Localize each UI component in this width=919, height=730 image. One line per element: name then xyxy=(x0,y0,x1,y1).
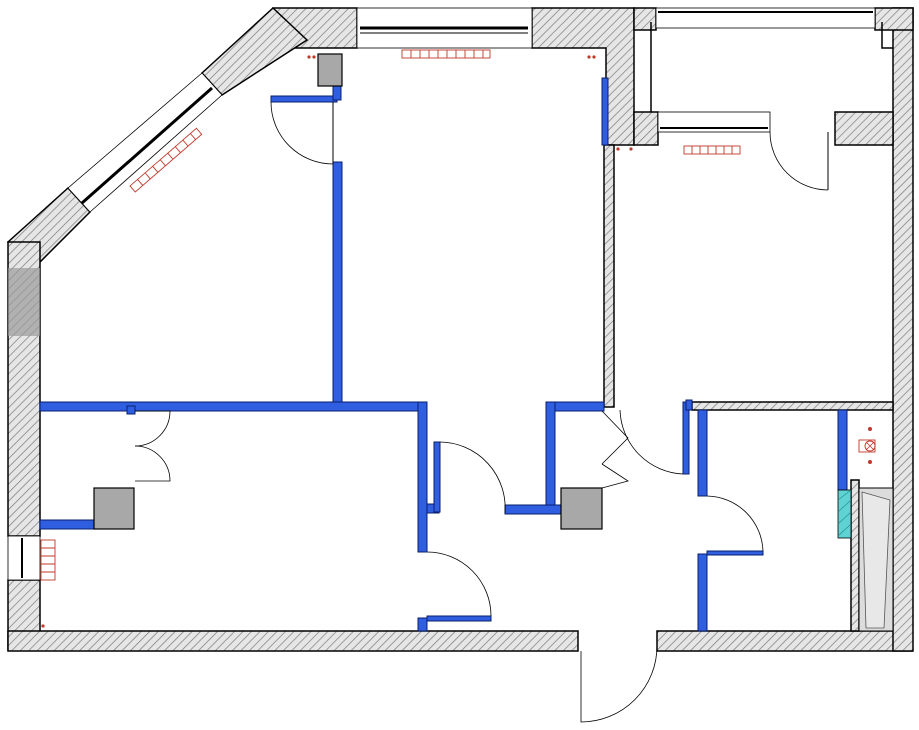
partition-center-post xyxy=(433,441,441,513)
door-swing-icon xyxy=(706,495,764,552)
columns xyxy=(93,53,603,530)
partition-hall-vertical xyxy=(545,401,556,513)
door-swing-icon xyxy=(580,645,658,723)
wall-mid-horizontal xyxy=(691,401,894,411)
partition-bath-h xyxy=(706,550,764,556)
wall-bottom-right xyxy=(656,630,913,652)
column-icon xyxy=(560,487,603,530)
balcony-wall-left xyxy=(633,111,659,146)
interior-partitions xyxy=(39,77,848,632)
partition-hall-stub xyxy=(504,504,562,515)
partition-bath-right xyxy=(837,409,848,491)
partition-top-stub-v xyxy=(332,85,342,101)
window-diagonal xyxy=(67,72,223,213)
partition-long-vertical xyxy=(332,161,343,405)
wall-mid-vertical xyxy=(603,144,615,408)
radiator-icon xyxy=(683,145,741,155)
radiator-icon xyxy=(401,49,491,59)
wall-left-shaded xyxy=(8,268,40,336)
tile-panel xyxy=(837,489,852,539)
partition-bath-left xyxy=(697,409,708,497)
door-swing-icon xyxy=(426,551,492,617)
partition-top-stub xyxy=(270,95,338,103)
bathtub-icon xyxy=(858,487,894,632)
partition-center-vertical xyxy=(417,401,428,553)
door-swing-icon xyxy=(619,409,684,475)
door-swing-icon xyxy=(439,441,506,514)
wall-right xyxy=(892,7,914,652)
wall-bottom-left xyxy=(7,630,579,652)
window-left xyxy=(7,535,41,581)
balcony-wall-right xyxy=(834,111,894,146)
partition-long-horizontal xyxy=(39,401,428,412)
partition-bottom-left-v xyxy=(417,617,428,632)
bathroom-fixtures xyxy=(837,427,894,632)
wall-top-right-cap xyxy=(633,7,657,31)
sink-fixture-icon xyxy=(858,427,876,464)
radiators xyxy=(40,49,741,581)
radiator-icon xyxy=(40,539,56,581)
column-icon xyxy=(93,487,135,530)
partition-top-small xyxy=(126,405,136,415)
wall-bath-vertical xyxy=(850,479,860,632)
wall-top-right-end xyxy=(874,7,914,31)
partition-bath-left-lower xyxy=(697,553,708,632)
outlet-markers xyxy=(41,55,633,628)
partition-right-cap xyxy=(685,399,693,411)
wall-top-middle xyxy=(531,7,635,146)
radiator-icon xyxy=(129,127,203,193)
partition-left-lower xyxy=(39,519,95,530)
windows xyxy=(7,7,876,581)
exterior-walls xyxy=(6,6,914,652)
door-swing-icon xyxy=(270,101,334,165)
column-icon xyxy=(317,53,343,87)
door-swing-icon xyxy=(601,410,629,489)
partition-right-post xyxy=(682,401,690,475)
balcony-outline-right xyxy=(881,22,893,49)
doors xyxy=(134,101,829,723)
partition-bottom-left-h xyxy=(426,615,492,622)
door-swing-icon xyxy=(134,410,171,482)
door-swing-icon xyxy=(769,131,829,191)
partition-top-right-v xyxy=(601,77,609,146)
